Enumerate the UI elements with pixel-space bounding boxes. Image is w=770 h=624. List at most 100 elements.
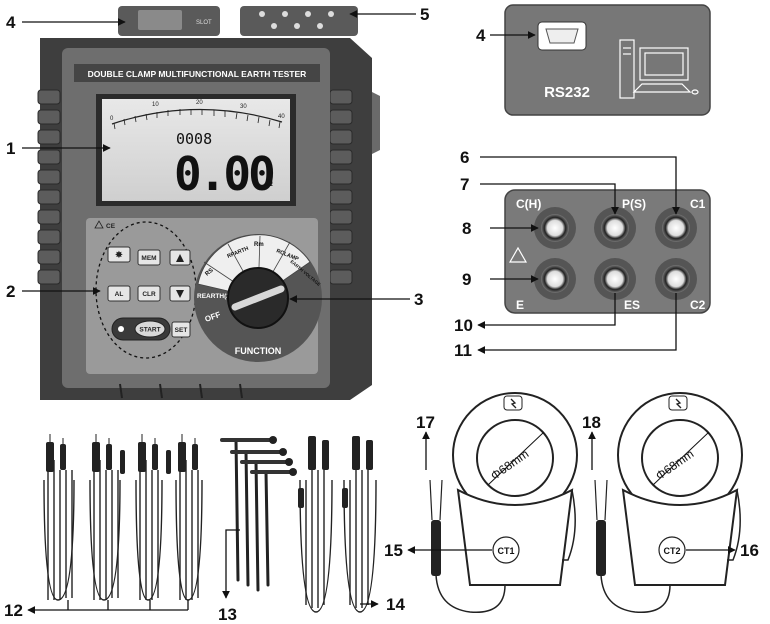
- ct2-diameter-line: [652, 431, 710, 486]
- dial-label-rm: Rm: [254, 242, 264, 248]
- al-button[interactable]: AL: [107, 285, 131, 302]
- ct2-plug: [596, 520, 606, 576]
- ct2-label: CT2: [663, 546, 680, 556]
- ct2-plug-wires: [594, 479, 608, 521]
- callout-arrows: [22, 10, 736, 614]
- al-button-label: AL: [115, 291, 124, 298]
- callout-4-meter: 4: [6, 13, 16, 32]
- ct2-body: [621, 488, 739, 586]
- up-arrow-icon: [176, 254, 184, 262]
- ct1-body: [456, 488, 574, 586]
- terminal-e-socket[interactable]: [541, 265, 569, 293]
- lead-plugs: [46, 442, 198, 474]
- terminal-c2-socket[interactable]: [662, 265, 690, 293]
- callout-10: 10: [454, 316, 473, 335]
- function-label: FUNCTION: [235, 346, 282, 356]
- ct2-label-circle: [658, 536, 686, 564]
- lcd-scale-labels: 0 10 20 30 40: [110, 100, 285, 122]
- callout-3: 3: [414, 290, 423, 309]
- top-module-screws: [259, 11, 334, 29]
- terminal-label-p-s: P(S): [622, 197, 646, 211]
- side-latch: [372, 92, 380, 154]
- callout-8: 8: [462, 219, 471, 238]
- terminal-es-socket[interactable]: [601, 265, 629, 293]
- scale-tick-label: 30: [240, 104, 247, 110]
- backlight-button[interactable]: ✸: [107, 246, 131, 263]
- coiled-leads: [43, 460, 203, 601]
- spike-caps: [269, 436, 297, 476]
- start-button-label: START: [139, 327, 160, 334]
- callout-17: 17: [416, 413, 435, 432]
- clr-button[interactable]: CLR: [137, 285, 161, 302]
- rs232-panel-frame: [504, 4, 711, 116]
- clr-button-label: CLR: [142, 291, 156, 298]
- dial-scale-area: [197, 234, 311, 299]
- top-module-label: SLOT: [196, 20, 212, 26]
- terminal-c-h-socket[interactable]: [541, 214, 569, 242]
- terminal-warning-icon: [508, 246, 528, 263]
- mem-button-label: MEM: [141, 255, 156, 262]
- set-button[interactable]: SET: [171, 321, 191, 338]
- current-clamp-ct2: Φ68mm CT2: [594, 392, 743, 613]
- ct2-cable: [600, 574, 671, 613]
- rs232-label: RS232: [544, 84, 590, 101]
- callout-18: 18: [582, 413, 601, 432]
- terminal-p-s-socket[interactable]: [601, 214, 629, 242]
- ct1-label-circle: [492, 536, 520, 564]
- earth-spikes: [220, 436, 297, 592]
- start-indicator-icon: [118, 326, 124, 332]
- set-button-label: SET: [175, 327, 188, 334]
- scale-tick-label: 0: [110, 116, 114, 122]
- callout-6: 6: [460, 148, 469, 167]
- ct1-plug: [431, 520, 441, 576]
- simple-lead-plugs: [298, 436, 373, 508]
- callout-15: 15: [384, 541, 403, 560]
- scale-tick-label: 10: [152, 102, 159, 108]
- down-arrow-icon: [176, 290, 184, 298]
- callout-11: 11: [454, 341, 472, 360]
- terminal-c1-socket[interactable]: [662, 214, 690, 242]
- rs232-panel: RS232: [504, 4, 711, 116]
- earth-tester-meter: SLOT D: [37, 6, 380, 400]
- terminal-panel: C(H) P(S) C1 E ES C2: [504, 189, 711, 314]
- dial-label-rearth: REARTH(2/3/4): [197, 293, 243, 300]
- callout-14: 14: [386, 595, 405, 614]
- mem-button[interactable]: MEM: [137, 249, 161, 266]
- title-banner-text: DOUBLE CLAMP MULTIFUNCTIONAL EARTH TESTE…: [88, 69, 307, 79]
- ct2-trigger: [727, 489, 741, 561]
- battery-top-module: [240, 6, 358, 36]
- up-button[interactable]: [169, 249, 191, 266]
- current-clamp-ct1: Φ68mm CT1: [429, 392, 578, 613]
- terminal-label-c-h: C(H): [516, 197, 541, 211]
- dial-pointer: [231, 285, 285, 311]
- lead-pins: [49, 434, 196, 444]
- lcd-analog-scale: [111, 108, 283, 125]
- title-banner: [74, 64, 320, 82]
- warning-icon: [94, 220, 104, 229]
- dial-label-rs: RS: [204, 268, 214, 278]
- callout-4-panel: 4: [476, 26, 486, 45]
- terminal-sockets: [534, 207, 697, 300]
- test-leads-set: [43, 434, 203, 601]
- function-dial[interactable]: RS RPARTH Rm RCLAMP EARTH VOLTAGE REARTH…: [194, 234, 322, 362]
- computer-icon: [619, 39, 699, 99]
- ct1-plug-wires: [429, 479, 443, 521]
- spike-handles: [220, 438, 294, 474]
- left-grip: [37, 89, 61, 285]
- callout-7: 7: [460, 175, 469, 194]
- callout-13: 13: [218, 605, 237, 624]
- terminal-label-e: E: [516, 298, 524, 312]
- lcd-main-readout: 0.00: [174, 147, 273, 201]
- ct1-diameter-line: [487, 431, 545, 486]
- simple-test-leads: [298, 436, 377, 613]
- ce-mark: CE: [106, 223, 116, 230]
- down-button[interactable]: [169, 285, 191, 302]
- rs232-top-connector: [138, 10, 182, 30]
- ct1-label: CT1: [497, 546, 514, 556]
- callout-9: 9: [462, 270, 471, 289]
- callout-5: 5: [420, 5, 429, 24]
- start-button[interactable]: START: [111, 317, 171, 341]
- db9-connector-icon: [545, 28, 579, 44]
- scale-tick-label: 20: [196, 100, 203, 106]
